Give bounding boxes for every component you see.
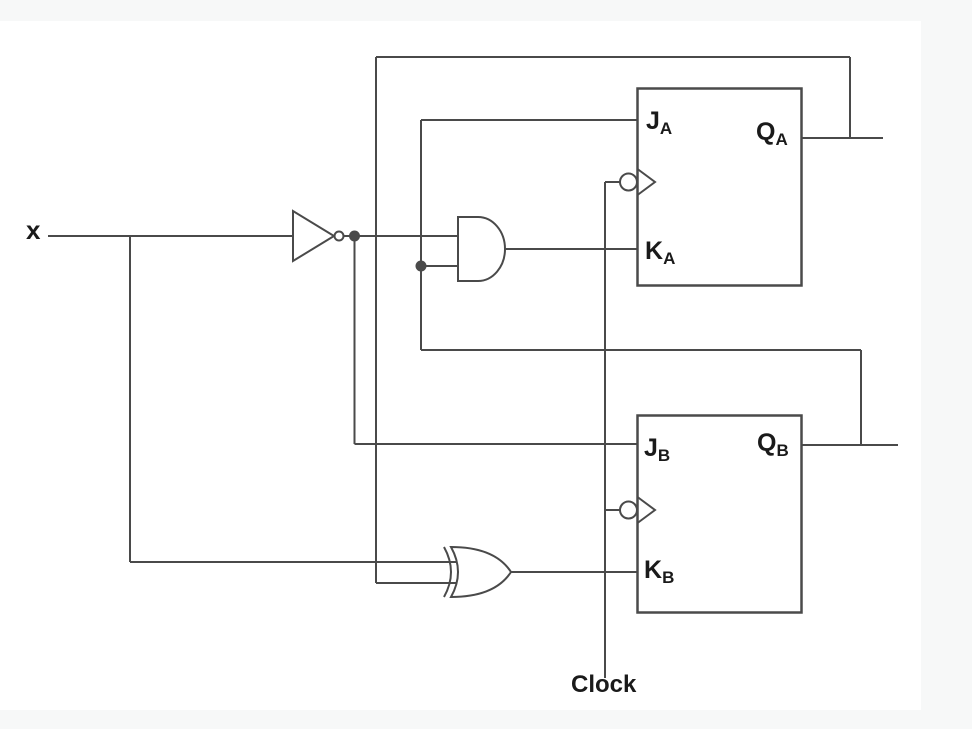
label-jb: JB [644,434,671,465]
net-qa-feedback [375,56,883,584]
not-gate-bubble [333,230,345,242]
label-kb: KB [644,556,675,587]
flipflop-b-clock-triangle [636,496,657,524]
label-clock: Clock [571,671,637,698]
junction-dot-and-input [415,260,427,272]
label-x-input: x [26,215,41,245]
label-qb: QB [757,429,789,460]
flipflop-b-box [636,414,803,614]
net-clock [604,181,621,678]
flipflop-a-clock-bubble [619,172,638,192]
label-qa: QA [756,118,788,149]
flipflop-b-clock-bubble [619,500,638,520]
flipflop-a-clock-triangle [636,168,657,196]
flipflop-a [619,87,803,287]
xor-gate [443,545,513,599]
xor-gate-input-arc [443,546,452,598]
net-qb-feedback [420,119,898,446]
label-ka: KA [645,237,676,268]
xor-gate-body [449,545,513,599]
not-gate-triangle [292,209,336,263]
flipflop-a-box [636,87,803,287]
net-x-inverted [344,235,638,445]
label-ja: JA [646,107,673,138]
not-gate [292,209,345,263]
and-gate [457,216,506,282]
junction-dot-inverter-output [349,230,360,242]
flipflop-b [619,414,803,614]
net-x-input [48,235,462,563]
